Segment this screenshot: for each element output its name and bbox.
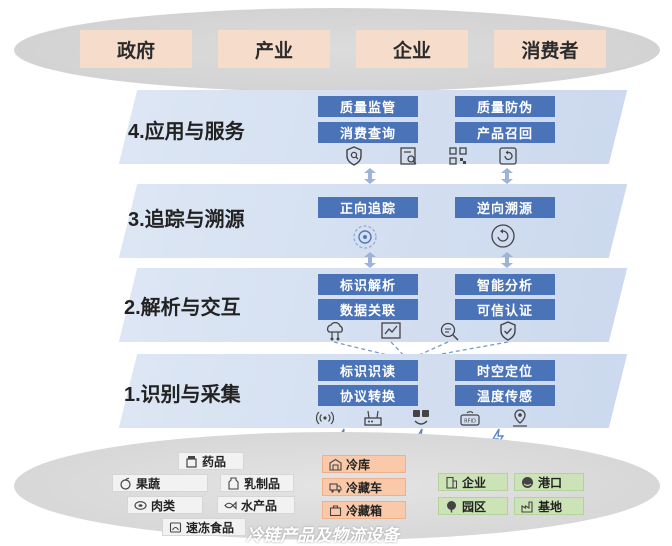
double-arrow-icon	[363, 252, 377, 268]
layer-title-2: 2.解析与交互	[124, 297, 241, 319]
target-track-icon	[351, 223, 379, 251]
fruit-icon	[120, 477, 131, 490]
tag-label: 冷藏车	[346, 480, 383, 495]
double-arrow-icon	[363, 168, 377, 184]
tag-label: 水产品	[241, 498, 278, 513]
layer-title-4: 4.应用与服务	[128, 121, 245, 143]
analysis-search-icon	[438, 320, 460, 342]
tag-aquatic[interactable]: 水产品	[217, 496, 295, 514]
tag-label: 冷库	[346, 457, 371, 472]
tag-label: 速冻食品	[186, 520, 235, 535]
tag-refrigerated-truck[interactable]: 冷藏车	[322, 478, 406, 496]
recall-refresh-icon	[497, 145, 519, 167]
layer-title-3: 3.追踪与溯源	[128, 209, 245, 231]
tag-meat[interactable]: 肉类	[127, 496, 203, 514]
stakeholder-enterprise[interactable]: 企业	[356, 30, 468, 68]
box-anti-counterfeit[interactable]: 质量防伪	[455, 96, 555, 117]
tag-dairy[interactable]: 乳制品	[220, 474, 294, 492]
shield-check-icon	[497, 320, 519, 342]
double-arrow-icon	[500, 252, 514, 268]
box-identifier-resolution[interactable]: 标识解析	[318, 274, 418, 295]
tag-label: 果蔬	[136, 476, 161, 491]
tree-icon	[447, 500, 456, 512]
stakeholder-industry[interactable]: 产业	[218, 30, 330, 68]
box-temperature-sensing[interactable]: 温度传感	[455, 385, 555, 406]
fish-icon	[224, 500, 237, 510]
router-icon	[362, 407, 384, 429]
box-consumer-query[interactable]: 消费查询	[318, 122, 418, 143]
tag-fruits-vegetables[interactable]: 果蔬	[112, 474, 208, 492]
tag-label: 港口	[538, 475, 563, 490]
port-icon	[522, 476, 533, 488]
frozen-food-icon	[169, 521, 182, 533]
tag-cold-storage[interactable]: 冷库	[322, 455, 406, 473]
wireless-signal-icon	[314, 407, 336, 429]
tag-park[interactable]: 园区	[438, 497, 508, 515]
tag-port[interactable]: 港口	[514, 473, 584, 491]
tag-label: 企业	[462, 475, 487, 490]
tag-base[interactable]: 基地	[514, 497, 584, 515]
tag-medicine[interactable]: 药品	[178, 452, 244, 470]
cooler-box-icon	[329, 504, 342, 516]
tag-label: 基地	[538, 499, 563, 514]
tag-label: 乳制品	[244, 476, 281, 491]
bottom-caption: 冷链产品及物流设备	[246, 526, 399, 545]
shield-search-icon	[343, 145, 365, 167]
meat-icon	[134, 500, 147, 510]
location-pin-icon	[509, 407, 531, 429]
document-search-icon	[398, 145, 420, 167]
factory-icon	[521, 500, 533, 513]
building-icon	[446, 476, 457, 489]
box-reverse-tracing[interactable]: 逆向溯源	[455, 197, 555, 218]
layer-title-1: 1.识别与采集	[124, 384, 241, 406]
tag-refrigerated-box[interactable]: 冷藏箱	[322, 501, 406, 519]
tag-enterprise[interactable]: 企业	[438, 473, 508, 491]
stakeholder-consumer[interactable]: 消费者	[494, 30, 606, 68]
svg-text:RFID: RFID	[464, 419, 476, 425]
tag-label: 肉类	[151, 498, 176, 513]
tag-label: 药品	[202, 454, 227, 469]
box-quality-supervision[interactable]: 质量监管	[318, 96, 418, 117]
warehouse-icon	[329, 458, 342, 471]
trace-back-icon	[490, 223, 516, 249]
qr-code-icon	[447, 145, 469, 167]
tag-label: 冷藏箱	[346, 503, 383, 518]
truck-icon	[329, 482, 342, 493]
box-product-recall[interactable]: 产品召回	[455, 122, 555, 143]
tag-label: 园区	[462, 499, 487, 514]
cloud-network-icon	[324, 320, 346, 342]
box-forward-tracking[interactable]: 正向追踪	[318, 197, 418, 218]
double-arrow-icon	[500, 168, 514, 184]
box-trusted-auth[interactable]: 可信认证	[455, 299, 555, 320]
stakeholder-government[interactable]: 政府	[80, 30, 192, 68]
box-protocol-conversion[interactable]: 协议转换	[318, 385, 418, 406]
milk-icon	[228, 476, 239, 490]
converter-icon	[410, 407, 432, 429]
rfid-tag-icon: RFID	[459, 407, 481, 429]
medicine-icon	[186, 455, 197, 468]
tag-frozen-food[interactable]: 速冻食品	[162, 518, 246, 536]
box-smart-analysis[interactable]: 智能分析	[455, 274, 555, 295]
box-spatiotemporal-positioning[interactable]: 时空定位	[455, 360, 555, 381]
box-data-association[interactable]: 数据关联	[318, 299, 418, 320]
box-identifier-reading[interactable]: 标识识读	[318, 360, 418, 381]
chart-board-icon	[380, 320, 402, 342]
